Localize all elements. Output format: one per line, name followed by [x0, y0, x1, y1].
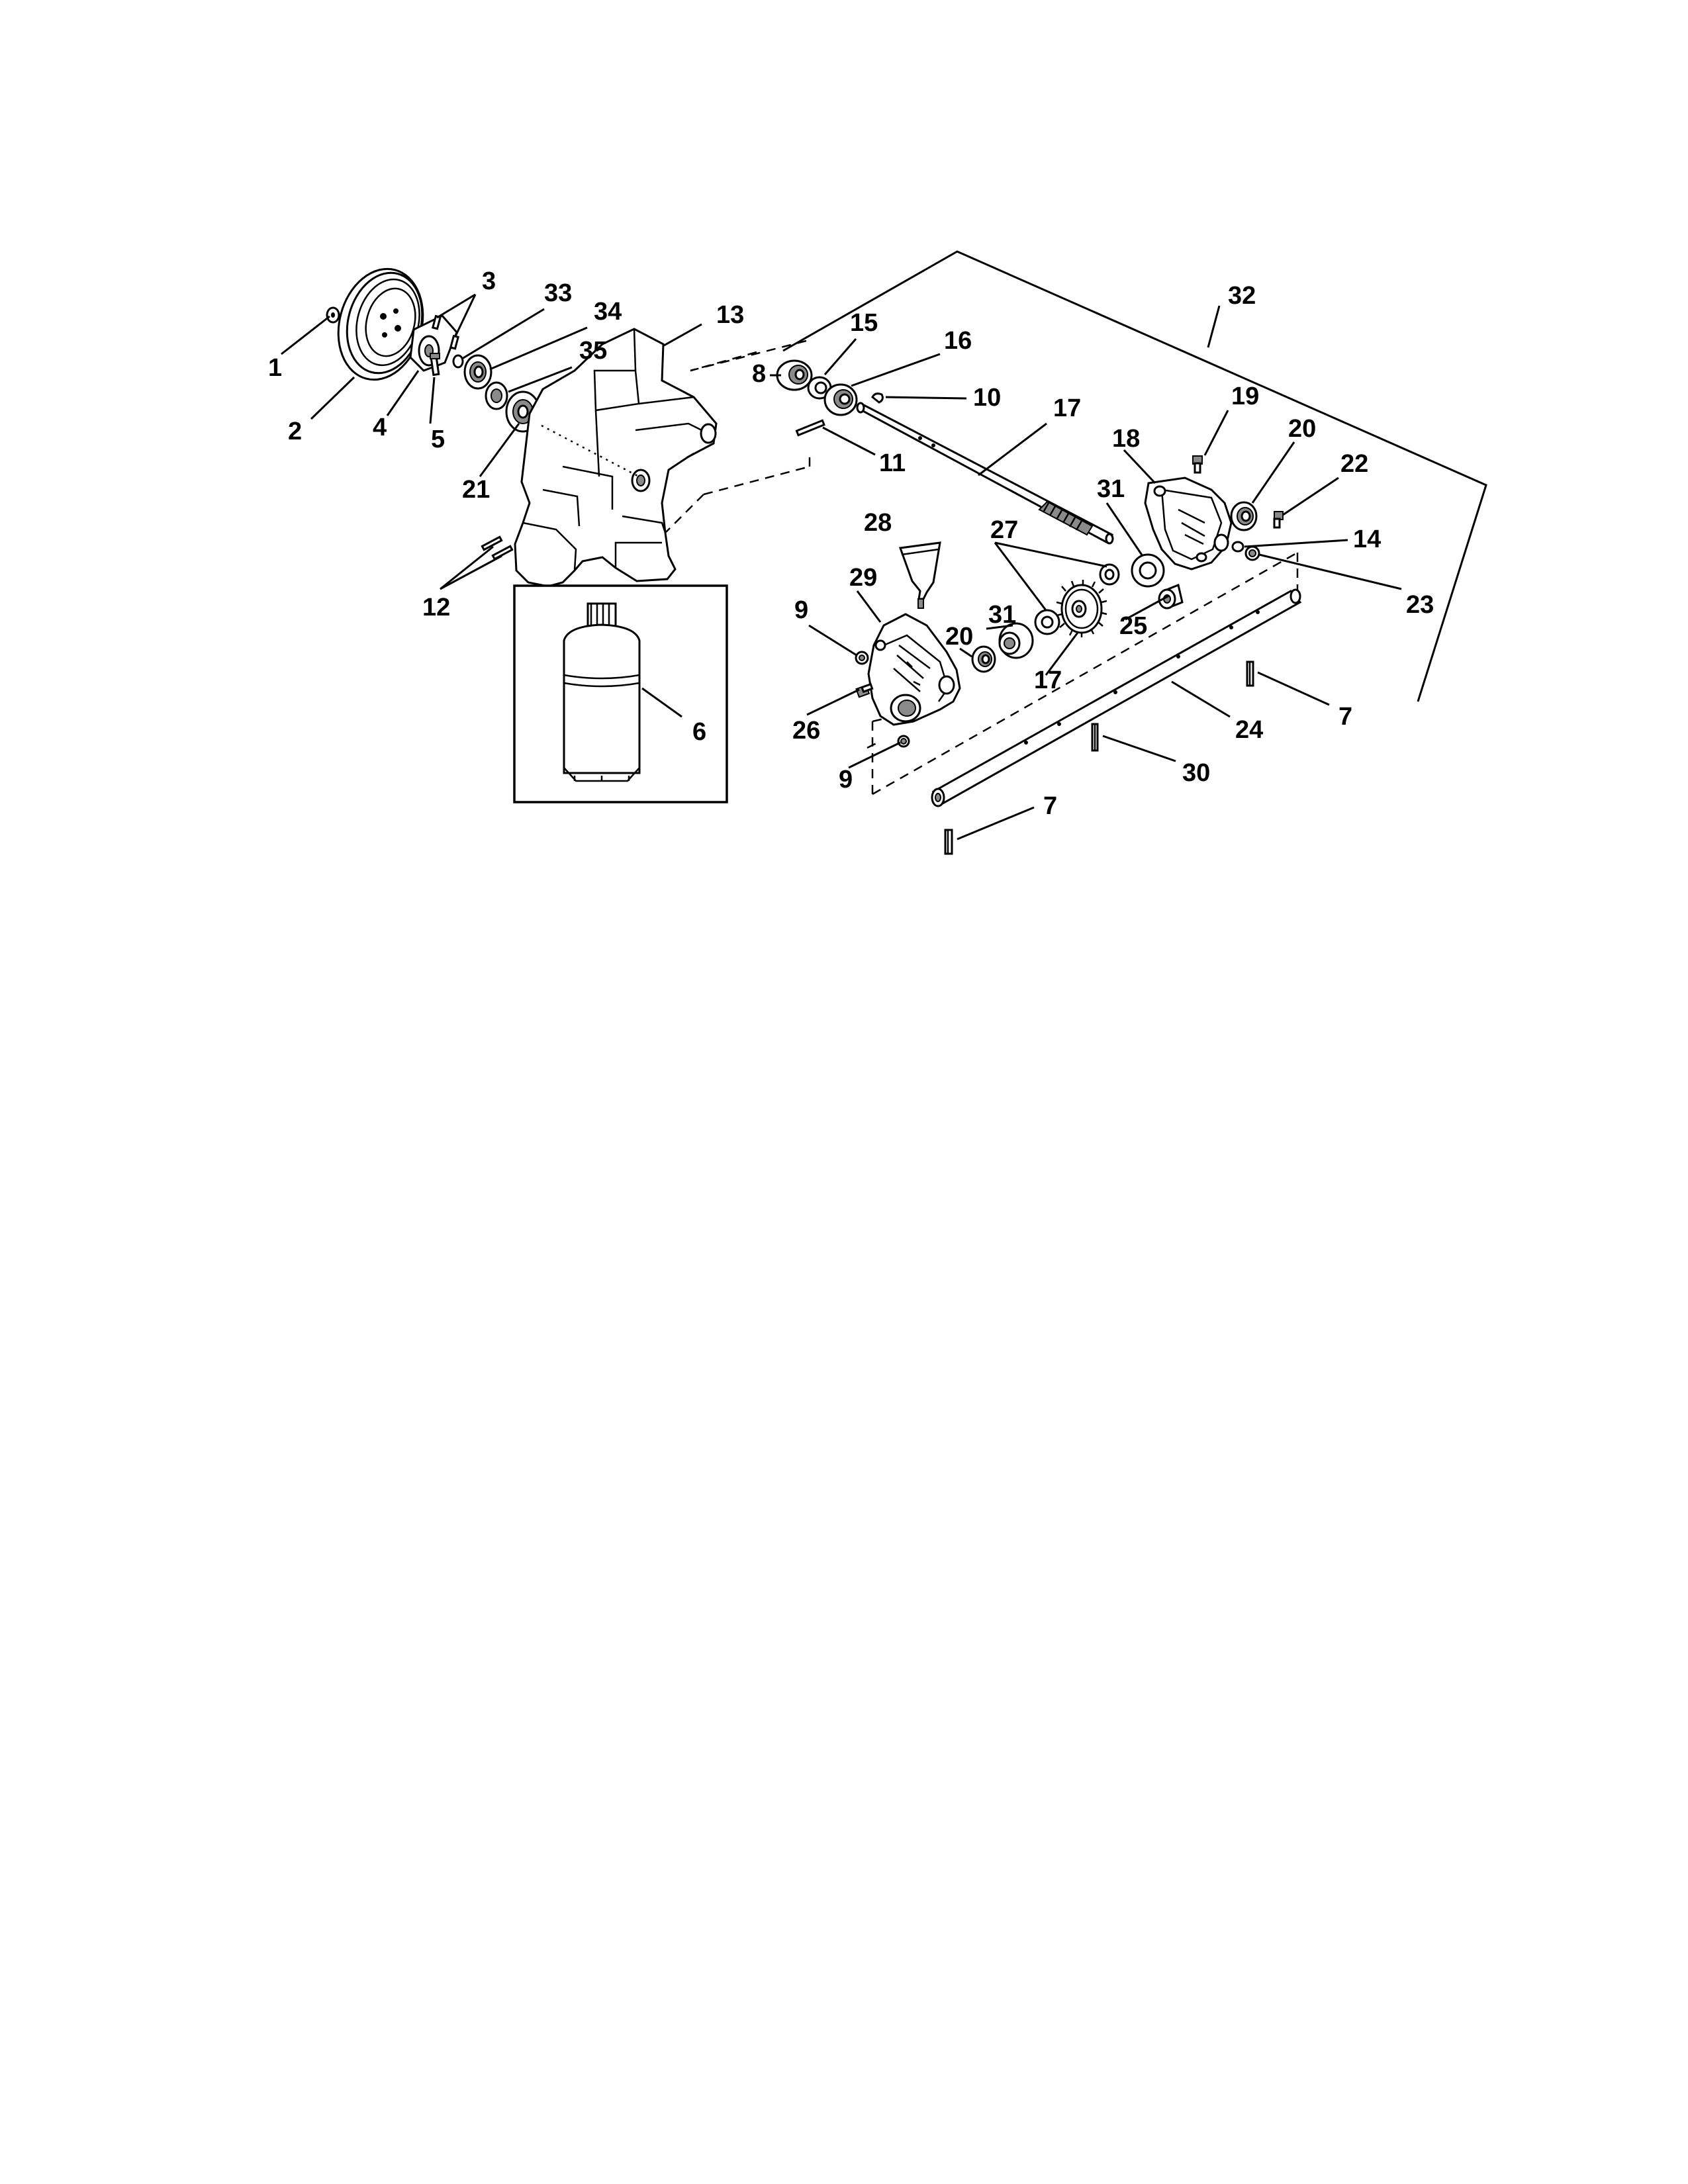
part-30-pin [1091, 723, 1099, 752]
part-27-washer-a [1099, 563, 1120, 586]
part-7-pin-lower [944, 829, 953, 855]
part-31-bushing-lower [998, 622, 1034, 659]
part-33-washer [452, 354, 464, 369]
part-2-pulley [337, 267, 424, 381]
part-23-nut [1244, 545, 1260, 561]
part-27-washer-b [1034, 609, 1060, 635]
callout-c1: 1 [268, 354, 282, 382]
part-24-auger-shaft [931, 588, 1302, 807]
callout-c34: 34 [594, 298, 622, 326]
callout-c8: 8 [752, 360, 766, 388]
part-6-bottle [563, 602, 641, 782]
callout-c27: 27 [990, 516, 1018, 544]
callout-c33: 33 [544, 279, 572, 307]
part-22-screw [1273, 511, 1284, 529]
part-34-bearing [463, 354, 492, 390]
callout-c29: 29 [849, 564, 877, 592]
callout-c12: 12 [422, 594, 450, 621]
part-14-washer [1231, 541, 1244, 553]
callout-c16: 16 [944, 327, 972, 355]
part-7-pin-right [1246, 660, 1254, 687]
part-25-bushing [1158, 583, 1184, 610]
callout-c17a: 17 [1053, 394, 1081, 422]
callout-c9b: 9 [839, 766, 853, 794]
callout-c7b: 7 [1043, 792, 1057, 820]
callout-c7a: 7 [1338, 703, 1352, 731]
dashed-guides [665, 340, 1299, 796]
callout-c32: 32 [1228, 282, 1256, 310]
part-10-key [871, 392, 884, 404]
callout-c19: 19 [1231, 383, 1259, 410]
bracket-32 [782, 250, 1487, 702]
callout-c31a: 31 [1097, 475, 1125, 503]
callout-c15: 15 [850, 309, 878, 337]
callout-c18: 18 [1112, 425, 1140, 453]
part-11-pin [795, 419, 825, 437]
callout-c35: 35 [579, 337, 607, 365]
callout-c5: 5 [431, 426, 445, 453]
callout-c20b: 20 [945, 623, 973, 651]
callout-c21: 21 [462, 476, 490, 504]
callout-c4: 4 [373, 414, 387, 441]
callout-c11: 11 [879, 449, 906, 477]
callout-c10: 10 [973, 384, 1001, 412]
part-8-bushing [776, 359, 813, 391]
callout-c2: 2 [288, 418, 302, 445]
callout-c31b: 31 [988, 601, 1016, 629]
part-26-screw [855, 682, 874, 698]
part-5-bolt [430, 353, 440, 377]
part-19-screw [1192, 455, 1203, 474]
part-18-gear-case [1144, 477, 1233, 570]
part-29-gear-case [867, 613, 961, 726]
callout-c28: 28 [864, 509, 892, 537]
part-20-seal-left [971, 645, 996, 673]
part-17-gear [1056, 580, 1107, 637]
part-31-bushing-upper [1131, 553, 1165, 588]
part-9-nut-upper [855, 651, 869, 665]
callout-c24: 24 [1235, 716, 1263, 744]
part-13-housing [514, 328, 718, 588]
part-1-washer [326, 306, 340, 324]
callout-c9a: 9 [794, 596, 808, 624]
callout-c25: 25 [1119, 612, 1147, 640]
callout-c17b: 17 [1034, 666, 1062, 694]
leader-lines [281, 293, 1402, 841]
part-35-spacer [485, 381, 508, 410]
part-12-pins [481, 535, 514, 561]
callout-c3: 3 [482, 267, 496, 295]
callout-c6: 6 [692, 718, 706, 746]
part-17-worm-shaft [856, 402, 1114, 545]
part-16-bearing [823, 383, 858, 416]
callout-c20a: 20 [1288, 415, 1316, 443]
callout-c14: 14 [1353, 525, 1381, 553]
part-28-grease-tube [898, 541, 941, 609]
part-15-washer [807, 376, 832, 400]
part-20-seal-right [1230, 501, 1258, 531]
part-9-nut-lower [897, 735, 910, 748]
callout-c23: 23 [1406, 591, 1434, 619]
callout-c13: 13 [716, 301, 744, 329]
callout-c22: 22 [1340, 450, 1368, 478]
callout-c26: 26 [792, 717, 820, 745]
part-3-keys [431, 314, 460, 350]
part-4-hub [409, 314, 458, 372]
callout-c30: 30 [1182, 759, 1210, 787]
